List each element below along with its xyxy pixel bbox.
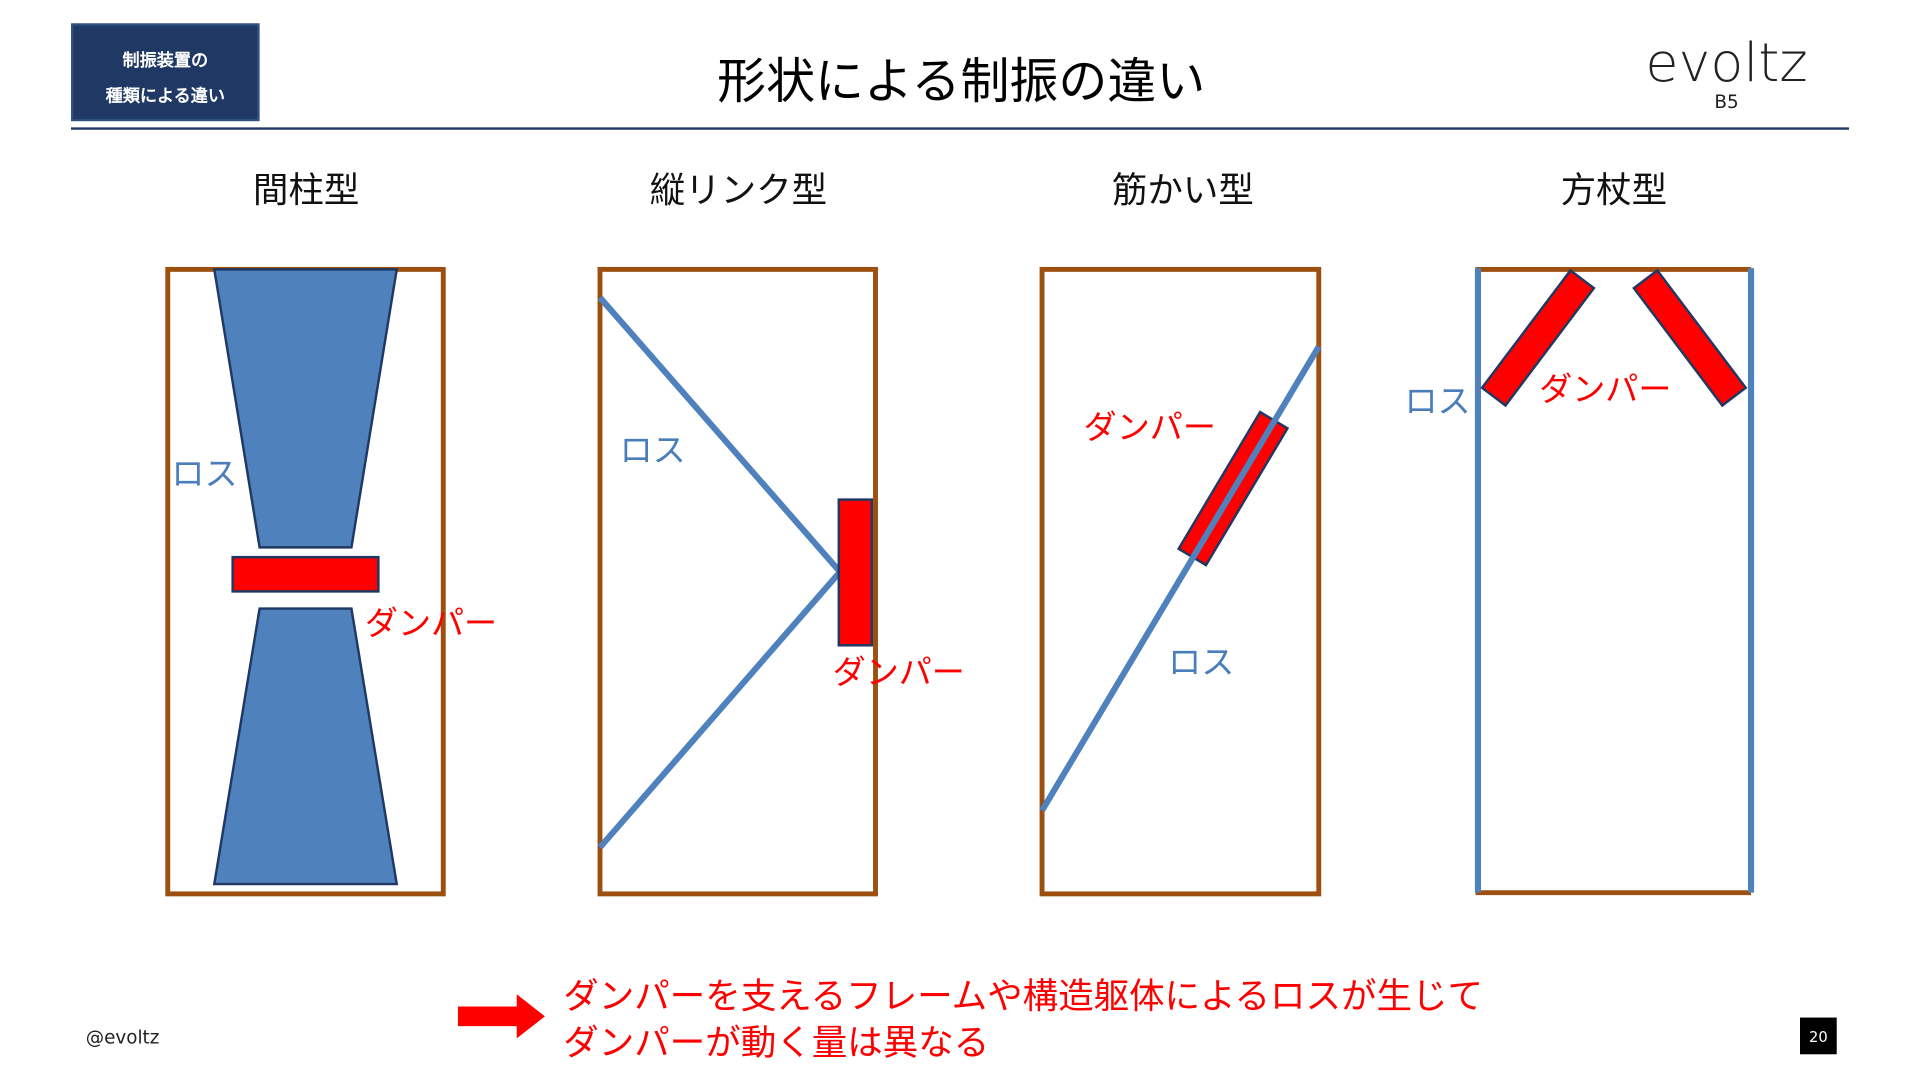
badge-line-1: 制振装置の: [122, 50, 208, 71]
header-badge: 制振装置の 種類による違い: [71, 23, 260, 122]
page-title: 形状による制振の違い: [717, 53, 1205, 110]
page-number: 20: [1809, 1029, 1828, 1046]
frame: [597, 266, 878, 897]
column-title-mabashira: 間柱型: [253, 170, 360, 211]
link-members: [597, 295, 845, 850]
diagram-sujikai: ダンパー ロス: [1039, 266, 1322, 897]
logo-text: evoltz: [1645, 31, 1807, 94]
arrow-right-icon: [457, 994, 545, 1039]
footer-handle: @evoltz: [86, 1027, 160, 1048]
column-lower: [212, 607, 399, 886]
conclusion-line-1: ダンパーを支えるフレームや構造躯体によるロスが生じて: [563, 976, 1483, 1017]
diagram-mabashira: ロス ダンパー: [165, 266, 497, 897]
evoltz-logo: evoltz B5: [1645, 31, 1807, 113]
column-title-houzue: 方杖型: [1561, 170, 1668, 211]
conclusion-line-2: ダンパーが動く量は異なる: [563, 1022, 989, 1063]
loss-label: ロス: [171, 454, 237, 493]
damper: [231, 555, 380, 593]
diagram-houzue: ロス ダンパー: [1404, 266, 1755, 896]
logo-sub: B5: [1714, 92, 1738, 113]
damper-label: ダンパー: [365, 603, 497, 642]
brace: [1039, 344, 1322, 813]
damper-right: [1632, 268, 1748, 408]
frame: [1039, 266, 1322, 897]
damper: [837, 498, 874, 647]
damper-label: ダンパー: [1539, 369, 1671, 408]
loss-label: ロス: [620, 431, 686, 470]
damper-label: ダンパー: [833, 652, 965, 691]
column-title-tate-link: 縦リンク型: [650, 170, 828, 211]
diagram-tate-link: ロス ダンパー: [597, 266, 965, 897]
column-title-sujikai: 筋かい型: [1112, 170, 1254, 211]
badge-line-2: 種類による違い: [106, 86, 225, 107]
page-number-box: [1800, 1017, 1837, 1055]
damper-left: [1480, 268, 1596, 408]
damper-label: ダンパー: [1084, 407, 1216, 446]
loss-label: ロス: [1404, 382, 1470, 421]
column-upper: [212, 268, 399, 549]
loss-label: ロス: [1168, 642, 1234, 681]
